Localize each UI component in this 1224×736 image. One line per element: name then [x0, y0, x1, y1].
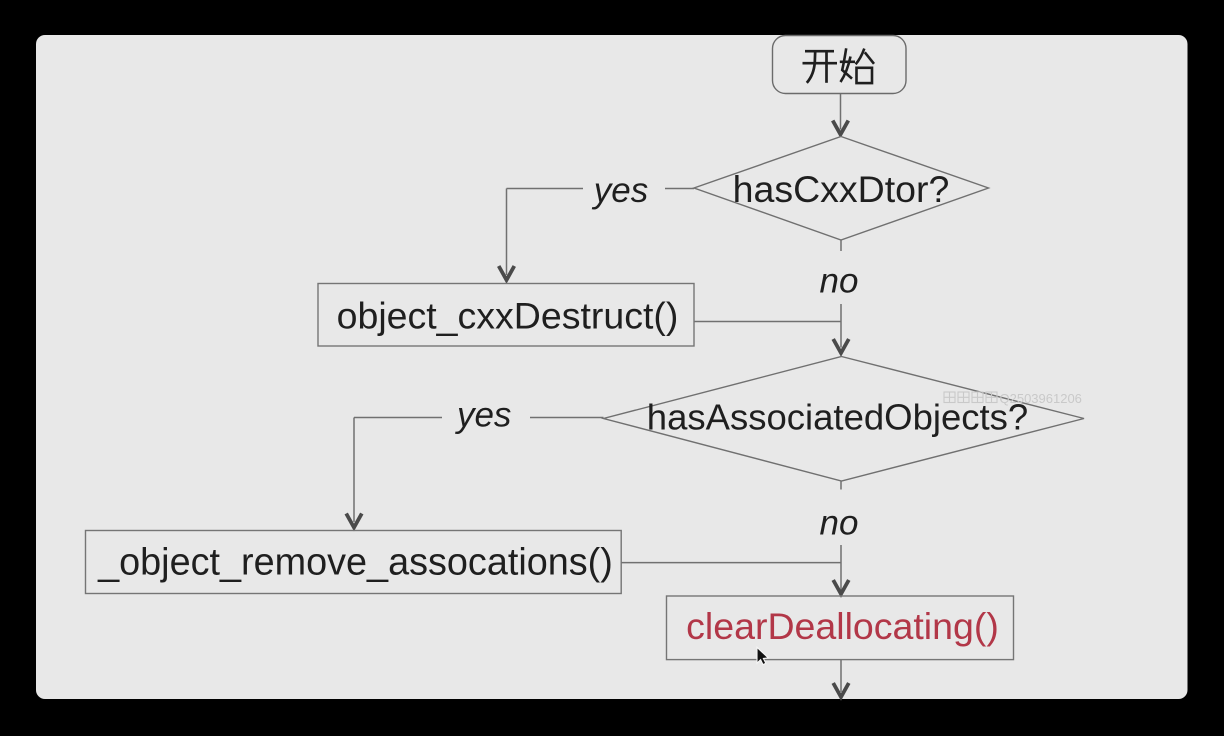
svg-text:hasCxxDtor?: hasCxxDtor?	[733, 168, 950, 210]
svg-text:yes: yes	[455, 395, 511, 434]
svg-text:hasAssociatedObjects?: hasAssociatedObjects?	[647, 397, 1028, 438]
svg-text:yes: yes	[592, 171, 648, 210]
svg-text:clearDeallocating(): clearDeallocating()	[686, 605, 999, 647]
svg-text:_object_remove_assocations(): _object_remove_assocations()	[97, 542, 613, 584]
svg-text:no: no	[820, 262, 859, 301]
svg-text:object_cxxDestruct(): object_cxxDestruct()	[337, 295, 679, 337]
svg-text:no: no	[820, 504, 859, 543]
svg-text:Q2503961206: Q2503961206	[1000, 391, 1082, 406]
